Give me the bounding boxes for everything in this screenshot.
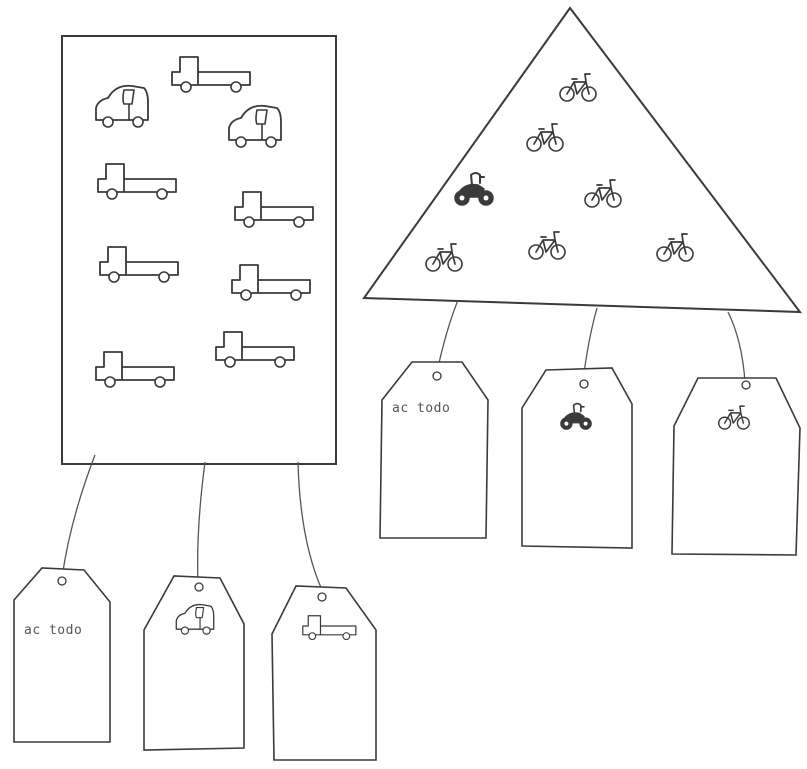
bicycle-icon [425, 243, 463, 272]
bicycle-icon [528, 231, 566, 260]
bicycle-icon [584, 179, 622, 208]
truck-icon [171, 56, 251, 93]
car-icon [228, 104, 282, 148]
tag-a-label: ac todo [24, 623, 82, 638]
truck-icon [231, 264, 311, 301]
set-a: ac todo [13, 35, 377, 761]
set-b: ac todo [362, 6, 803, 556]
tag-string [196, 461, 206, 584]
tag-bicycle [671, 377, 801, 556]
truck-icon [95, 351, 175, 388]
tag-label-a: ac todo [13, 567, 111, 743]
set-b-triangle [362, 6, 803, 314]
bicycle-icon [559, 73, 597, 102]
tag-string [61, 454, 96, 579]
tag-car [143, 575, 245, 751]
truck-icon [215, 331, 295, 368]
tag-string [297, 461, 323, 591]
tag-truck [271, 585, 377, 761]
truck-icon [99, 246, 179, 283]
tag-label-b: ac todo [379, 361, 489, 539]
motorcycle-icon [454, 172, 494, 206]
tag-b-label: ac todo [392, 401, 450, 416]
bicycle-icon [526, 123, 564, 152]
tag-motorcycle [521, 367, 633, 549]
truck-icon [97, 163, 177, 200]
car-icon [95, 84, 149, 128]
truck-icon [234, 191, 314, 228]
set-a-rectangle [61, 35, 337, 465]
tag-string [727, 311, 746, 383]
bicycle-icon [656, 233, 694, 262]
